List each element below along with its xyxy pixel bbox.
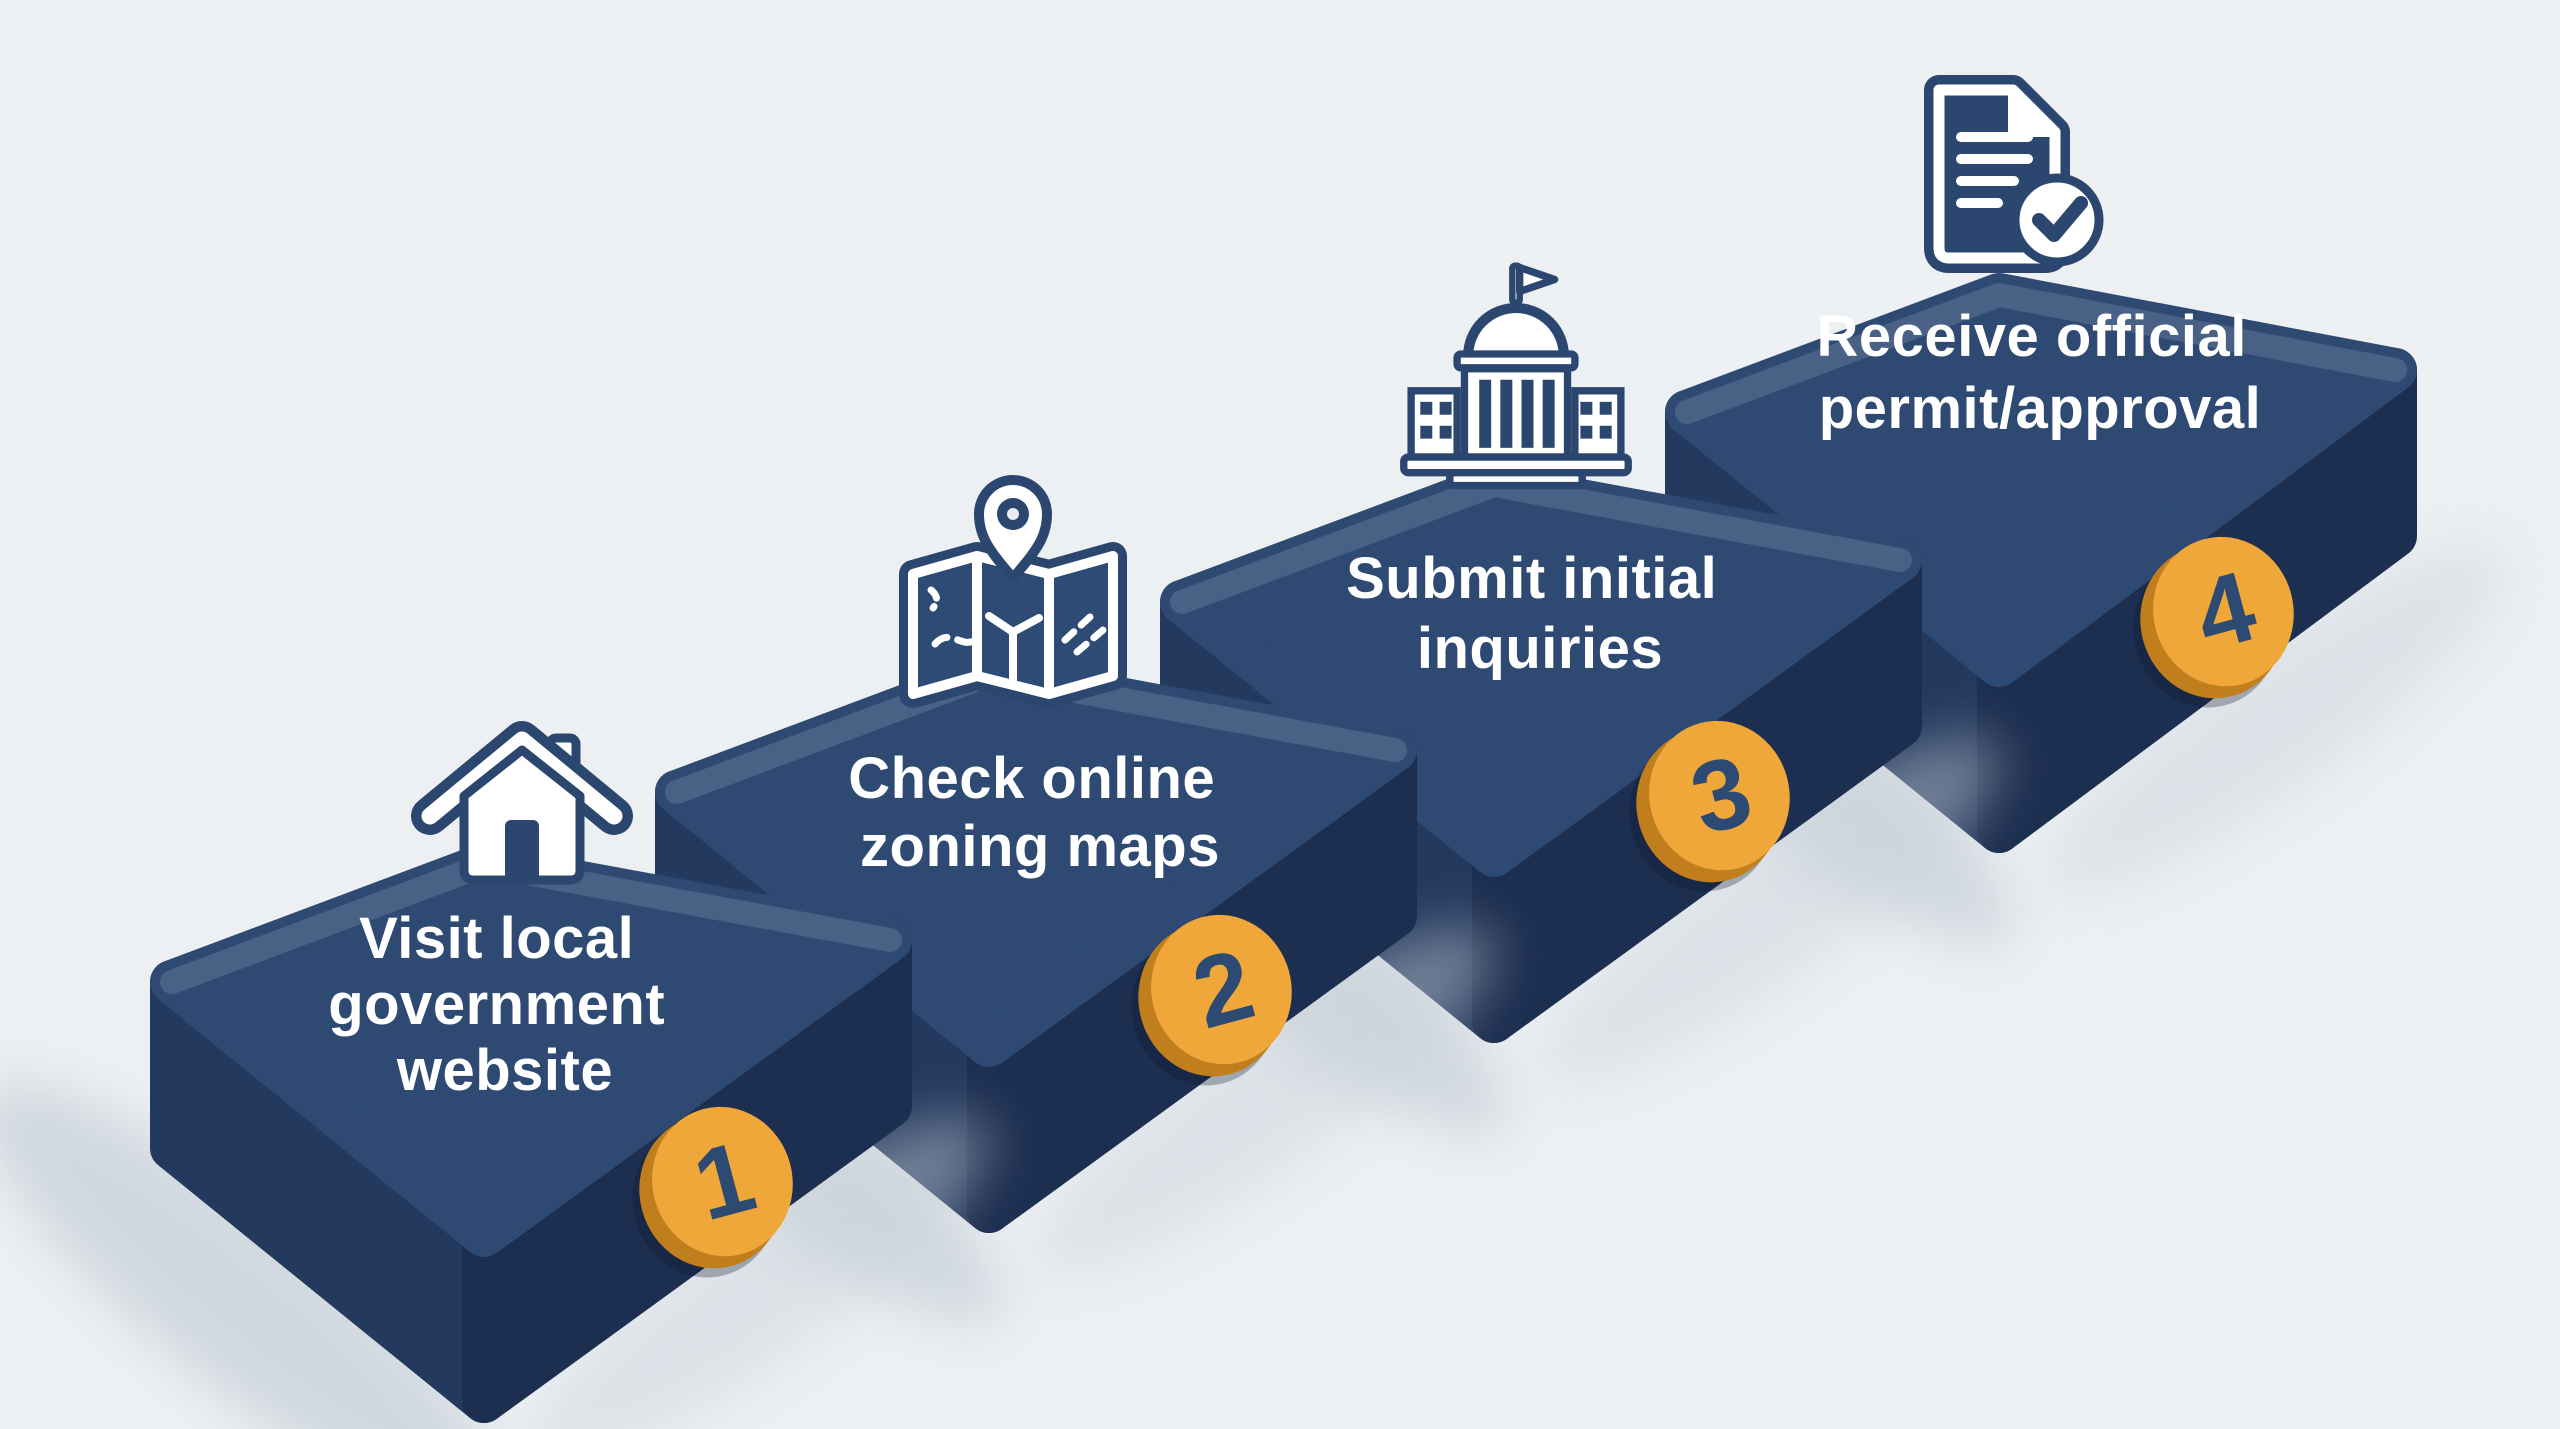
step-4-shadow-right [2044, 545, 2506, 895]
step-3-top-face [1160, 463, 1922, 877]
step-3-badge: 3 [1629, 720, 1790, 892]
step-1-shadow-right [529, 1115, 991, 1429]
step-3-shadow-right [1539, 735, 2001, 1085]
step-2-label: Check online zoning maps [848, 746, 1232, 879]
step-2-top-face [655, 653, 1417, 1067]
house-icon [411, 721, 633, 885]
step-4-label: Receive official permit/approval [1817, 304, 2264, 441]
step-4-top-face [1665, 273, 2417, 687]
step-1-block: Visit local government website 1 [0, 721, 991, 1429]
step-1-top-face [150, 843, 912, 1257]
step-3-label: Submit initial inquiries [1346, 546, 1734, 681]
map-location-icon [899, 475, 1127, 708]
step-1-shadow [0, 1082, 502, 1429]
step-1-badge: 1 [632, 1106, 793, 1278]
step-2-shadow-right [1034, 925, 1496, 1275]
government-building-icon [1400, 262, 1632, 490]
step-4-badge: 4 [2133, 536, 2294, 708]
document-check-icon [1924, 75, 2104, 273]
step-1-label: Visit local government website [328, 906, 682, 1103]
step-4-top-edge-highlight [1675, 283, 2407, 424]
step-2-badge: 2 [1131, 914, 1292, 1086]
